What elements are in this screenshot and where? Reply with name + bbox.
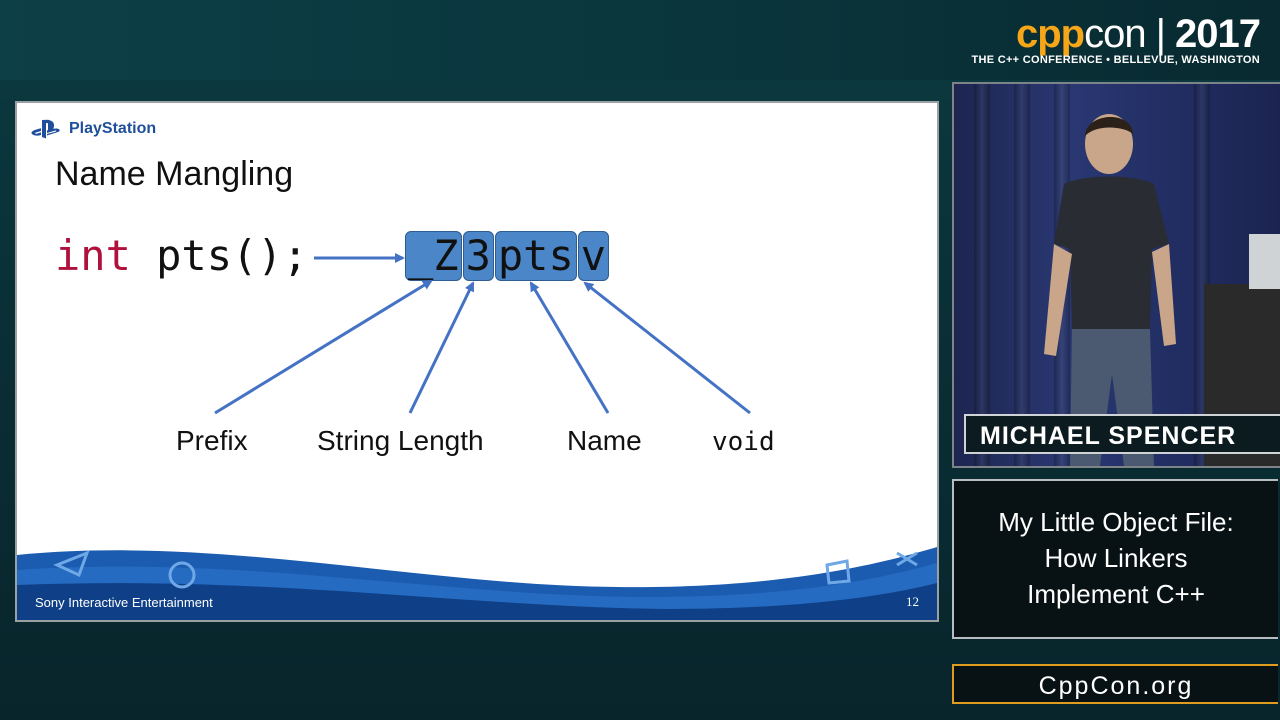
talk-title-line-3: Implement C++ — [954, 576, 1278, 612]
cppcon-logo: cppcon|2017 — [971, 12, 1260, 56]
talk-title-line-2: How Linkers — [954, 540, 1278, 576]
label-name: Name — [567, 425, 642, 457]
website-url: CppCon.org — [1039, 672, 1194, 700]
cppcon-branding: cppcon|2017 THE C++ CONFERENCE • BELLEVU… — [971, 12, 1260, 66]
slide-page-number: 12 — [906, 594, 919, 610]
slide-footer-company: Sony Interactive Entertainment — [35, 595, 213, 610]
label-void: void — [712, 427, 775, 457]
talk-title-line-1: My Little Object File: — [954, 504, 1278, 540]
logo-con: con — [1084, 12, 1146, 56]
speaker-video: MICHAEL SPENCER — [952, 82, 1280, 468]
arrow-name — [531, 283, 608, 413]
talk-title-box: My Little Object File: How Linkers Imple… — [952, 479, 1278, 639]
arrow-void — [585, 283, 750, 413]
logo-separator: | — [1156, 12, 1165, 56]
presentation-slide: PlayStation Name Mangling int pts(); _Z … — [15, 101, 939, 622]
conference-tagline: THE C++ CONFERENCE • BELLEVUE, WASHINGTO… — [971, 54, 1260, 66]
website-box: CppCon.org — [952, 664, 1278, 704]
logo-year: 2017 — [1175, 12, 1260, 56]
speaker-name: MICHAEL SPENCER — [964, 414, 1280, 454]
label-prefix: Prefix — [176, 425, 248, 457]
label-string-length: String Length — [317, 425, 484, 457]
arrow-string-length — [410, 283, 473, 413]
speaker-figure — [954, 84, 1280, 466]
arrow-prefix — [215, 281, 431, 413]
logo-cpp: cpp — [1016, 12, 1084, 56]
